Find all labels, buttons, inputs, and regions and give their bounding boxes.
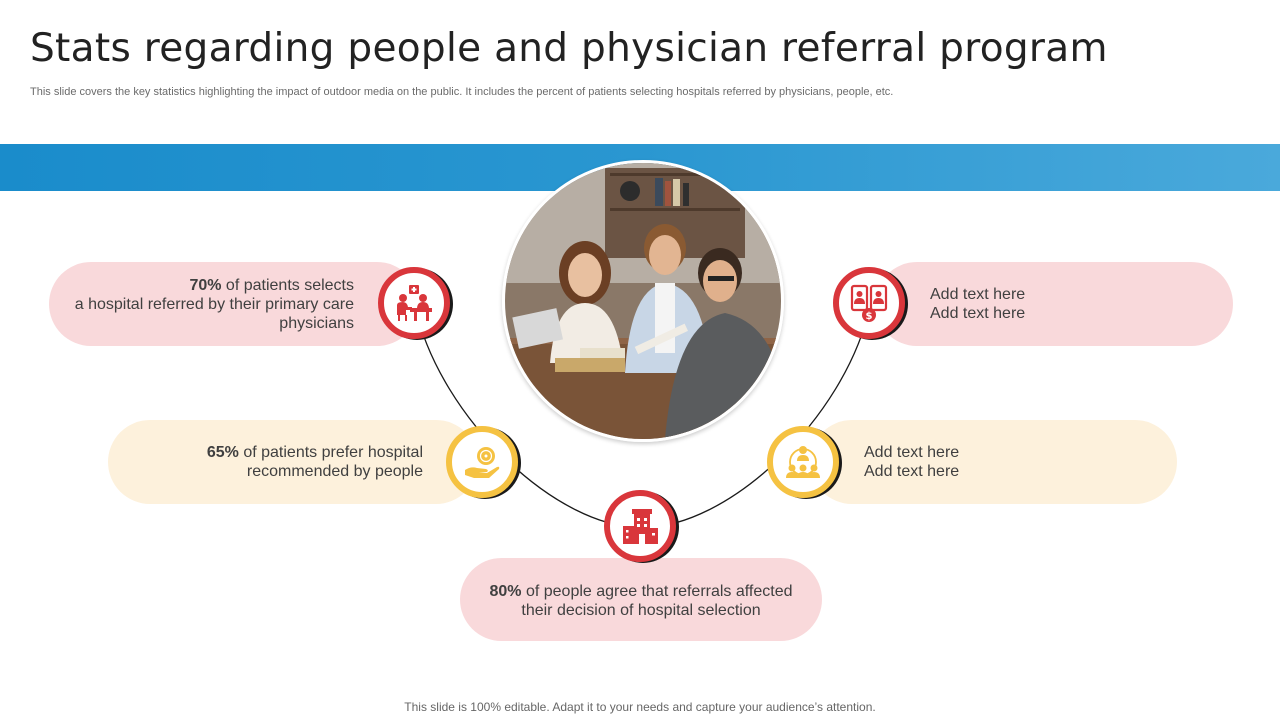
stat-card-placeholder-top: Add text here Add text here [875, 262, 1233, 346]
stat-card-placeholder-middle: Add text here Add text here [810, 420, 1177, 504]
stat-card-people-recommendation: 65% of patients prefer hospital recommen… [108, 420, 478, 504]
stat-text: 70% of patients selects a hospital refer… [75, 276, 354, 333]
stat-card-referral-impact: 80% of people agree that referrals affec… [460, 558, 822, 641]
team-photo [502, 160, 784, 442]
hand-coin-icon [446, 426, 518, 498]
stat-line: physicians [279, 314, 354, 332]
slide-title: Stats regarding people and physician ref… [30, 26, 1108, 71]
stat-value: 65% [206, 444, 239, 461]
paid-referral-phones-icon: $ [833, 267, 905, 339]
stat-text: 80% of people agree that referrals affec… [489, 582, 792, 620]
doctor-consultation-icon [378, 267, 450, 339]
placeholder-line: Add text here [930, 286, 1026, 303]
stat-line: of patients selects [221, 276, 354, 294]
placeholder-line: Add text here [864, 463, 960, 480]
stat-line: their decision of hospital selection [521, 601, 761, 619]
stat-card-physician-referral: 70% of patients selects a hospital refer… [49, 262, 419, 346]
stat-text: 65% of patients prefer hospital recommen… [207, 443, 423, 481]
slide-subtitle: This slide covers the key statistics hig… [30, 86, 894, 98]
placeholder-line: Add text here [930, 305, 1026, 322]
stat-line: of patients prefer hospital [238, 444, 423, 461]
stat-line: a hospital referred by their primary car… [74, 295, 354, 313]
hospital-building-icon [604, 490, 676, 562]
stat-line: of people agree that referrals affected [521, 582, 793, 600]
stat-value: 70% [189, 276, 222, 294]
svg-text:$: $ [866, 311, 873, 322]
slide-footer: This slide is 100% editable. Adapt it to… [404, 700, 876, 714]
stat-value: 80% [489, 582, 522, 600]
group-network-icon [767, 426, 839, 498]
stat-line: recommended by people [246, 463, 423, 480]
stat-text: Add text here Add text here [930, 285, 1025, 323]
stat-text: Add text here Add text here [864, 443, 959, 481]
placeholder-line: Add text here [864, 444, 960, 461]
